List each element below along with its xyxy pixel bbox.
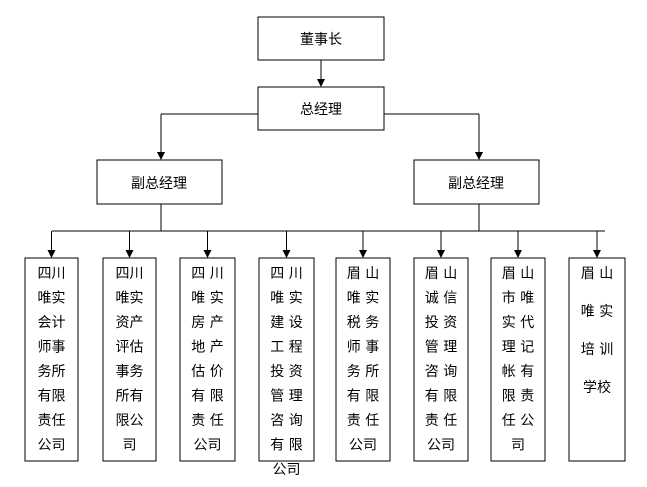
subsidiary-5-line-5: 务 所 bbox=[347, 364, 379, 380]
subsidiary-2-line-2: 唯实 bbox=[116, 291, 144, 307]
subsidiary-2-line-4: 评估 bbox=[116, 340, 144, 356]
deputy-right-label: 副总经理 bbox=[448, 176, 504, 192]
subsidiary-8-line-2: 唯 实 bbox=[581, 304, 613, 320]
subsidiary-4-line-9: 公司 bbox=[273, 462, 301, 478]
subsidiary-6-line-7: 责 任 bbox=[425, 413, 457, 429]
subsidiary-1-line-2: 唯实 bbox=[38, 291, 66, 307]
subsidiary-4-line-2: 唯 实 bbox=[270, 291, 302, 307]
subsidiary-3-line-6: 有 限 bbox=[191, 389, 223, 405]
subsidiary-2-line-6: 所有 bbox=[116, 389, 144, 405]
subsidiary-6-line-5: 咨 询 bbox=[425, 364, 457, 380]
subsidiary-4-line-6: 管 理 bbox=[270, 389, 302, 405]
subsidiary-1-line-7: 责任 bbox=[38, 413, 66, 429]
subsidiary-4-line-7: 咨 询 bbox=[270, 413, 302, 429]
subsidiary-2-line-7: 限公 bbox=[116, 413, 144, 429]
subsidiary-8-line-3: 培 训 bbox=[581, 342, 613, 358]
subsidiary-3-line-4: 地 产 bbox=[191, 340, 223, 356]
chairman-label: 董事长 bbox=[300, 32, 342, 48]
subsidiary-7-line-4: 理 记 bbox=[502, 340, 534, 356]
subsidiary-7-line-1: 眉 山 bbox=[502, 266, 534, 282]
subsidiary-7-line-8: 司 bbox=[511, 438, 525, 454]
subsidiary-6-line-2: 诚 信 bbox=[425, 291, 457, 307]
deputy-left-box bbox=[96, 159, 223, 205]
subsidiary-6-line-8: 公司 bbox=[427, 438, 455, 454]
subsidiary-5-line-8: 公司 bbox=[349, 438, 377, 454]
subsidiary-7-line-5: 帐 有 bbox=[502, 364, 534, 380]
subsidiary-3-line-8: 公司 bbox=[194, 438, 222, 454]
subsidiary-6-line-4: 管 理 bbox=[425, 340, 457, 356]
subsidiary-box-6 bbox=[413, 257, 469, 462]
subsidiary-1-line-5: 务所 bbox=[38, 364, 66, 380]
subsidiary-8-line-1: 眉 山 bbox=[581, 266, 613, 282]
subsidiary-1-line-8: 公司 bbox=[38, 438, 66, 454]
subsidiary-5-line-1: 眉 山 bbox=[347, 266, 379, 282]
subsidiary-2-line-3: 资产 bbox=[116, 315, 144, 331]
subsidiary-3-line-5: 估 价 bbox=[191, 364, 223, 380]
subsidiary-box-4 bbox=[258, 257, 315, 462]
subsidiary-3-line-2: 唯 实 bbox=[191, 291, 223, 307]
subsidiary-6-line-6: 有 限 bbox=[425, 389, 457, 405]
general-manager-label: 总经理 bbox=[300, 102, 342, 118]
deputy-left-label: 副总经理 bbox=[131, 176, 187, 192]
subsidiary-4-line-5: 投 资 bbox=[270, 364, 302, 380]
subsidiary-box-2 bbox=[102, 257, 157, 462]
deputy-right-box bbox=[413, 159, 540, 205]
general-manager-box bbox=[257, 86, 385, 131]
subsidiary-1-line-6: 有限 bbox=[38, 389, 66, 405]
subsidiary-4-line-1: 四 川 bbox=[270, 266, 302, 282]
subsidiary-5-line-4: 师 事 bbox=[347, 340, 379, 356]
subsidiary-3-line-7: 责 任 bbox=[191, 413, 223, 429]
subsidiary-3-line-3: 房 产 bbox=[191, 315, 223, 331]
subsidiary-box-1 bbox=[24, 257, 79, 462]
subsidiary-5-line-6: 有 限 bbox=[347, 389, 379, 405]
subsidiary-1-line-1: 四川 bbox=[38, 266, 66, 282]
subsidiary-8-line-4: 学校 bbox=[583, 379, 611, 396]
subsidiary-2-line-1: 四川 bbox=[116, 266, 144, 282]
subsidiary-4-line-8: 有 限 bbox=[270, 438, 302, 454]
subsidiary-7-line-2: 市 唯 bbox=[502, 290, 534, 307]
subsidiary-7-line-3: 实 代 bbox=[502, 315, 534, 331]
subsidiary-2-line-5: 事务 bbox=[116, 364, 144, 380]
subsidiary-box-5 bbox=[335, 257, 391, 462]
subsidiary-1-line-3: 会计 bbox=[38, 315, 66, 331]
subsidiary-5-line-7: 责 任 bbox=[347, 413, 379, 429]
subsidiary-1-line-4: 师事 bbox=[38, 340, 66, 356]
subsidiary-box-8 bbox=[568, 257, 626, 462]
subsidiary-6-line-1: 眉 山 bbox=[425, 266, 457, 282]
subsidiary-box-7 bbox=[490, 257, 546, 462]
subsidiary-5-line-3: 税 务 bbox=[347, 315, 379, 331]
chairman-box bbox=[257, 16, 385, 61]
subsidiary-box-3 bbox=[179, 257, 236, 462]
subsidiary-7-line-7: 任 公 bbox=[502, 413, 534, 429]
subsidiary-2-line-8: 司 bbox=[123, 438, 137, 454]
subsidiary-6-line-3: 投 资 bbox=[425, 315, 457, 331]
subsidiary-7-line-6: 限 责 bbox=[502, 389, 534, 405]
subsidiary-5-line-2: 唯 实 bbox=[347, 291, 379, 307]
subsidiary-3-line-1: 四 川 bbox=[191, 266, 223, 282]
subsidiary-4-line-4: 工 程 bbox=[270, 340, 302, 356]
subsidiary-4-line-3: 建 设 bbox=[270, 315, 302, 331]
